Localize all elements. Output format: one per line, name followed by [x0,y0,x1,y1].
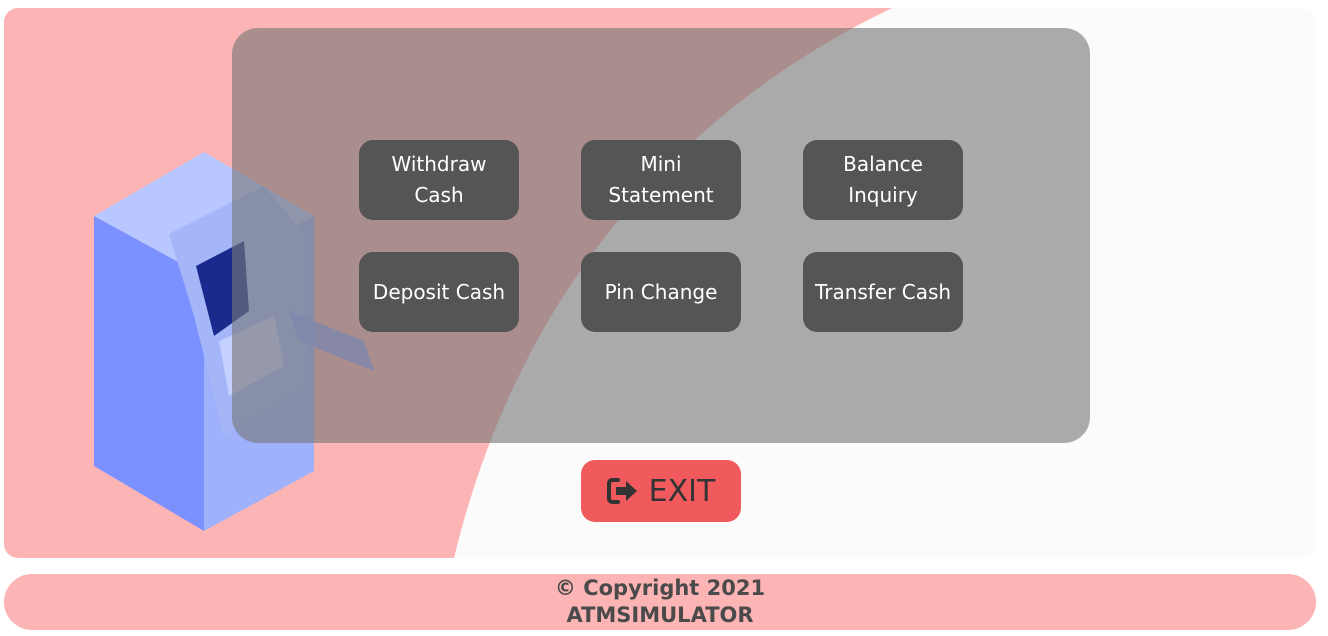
transfer-cash-button[interactable]: Transfer Cash [803,252,963,332]
pin-change-button[interactable]: Pin Change [581,252,741,332]
mini-statement-button[interactable]: Mini Statement [581,140,741,220]
copyright-text: © Copyright 2021 [554,576,766,600]
footer: © Copyright 2021 ATMSIMULATOR [4,574,1316,630]
deposit-cash-button[interactable]: Deposit Cash [359,252,519,332]
main-card: Withdraw Cash Mini Statement Balance Inq… [4,8,1316,558]
sign-out-icon [606,478,637,504]
exit-label: EXIT [648,473,716,509]
withdraw-cash-button[interactable]: Withdraw Cash [359,140,519,220]
app-name-text: ATMSIMULATOR [566,603,754,627]
menu-panel: Withdraw Cash Mini Statement Balance Inq… [232,28,1090,443]
exit-button[interactable]: EXIT [581,460,741,522]
balance-inquiry-button[interactable]: Balance Inquiry [803,140,963,220]
